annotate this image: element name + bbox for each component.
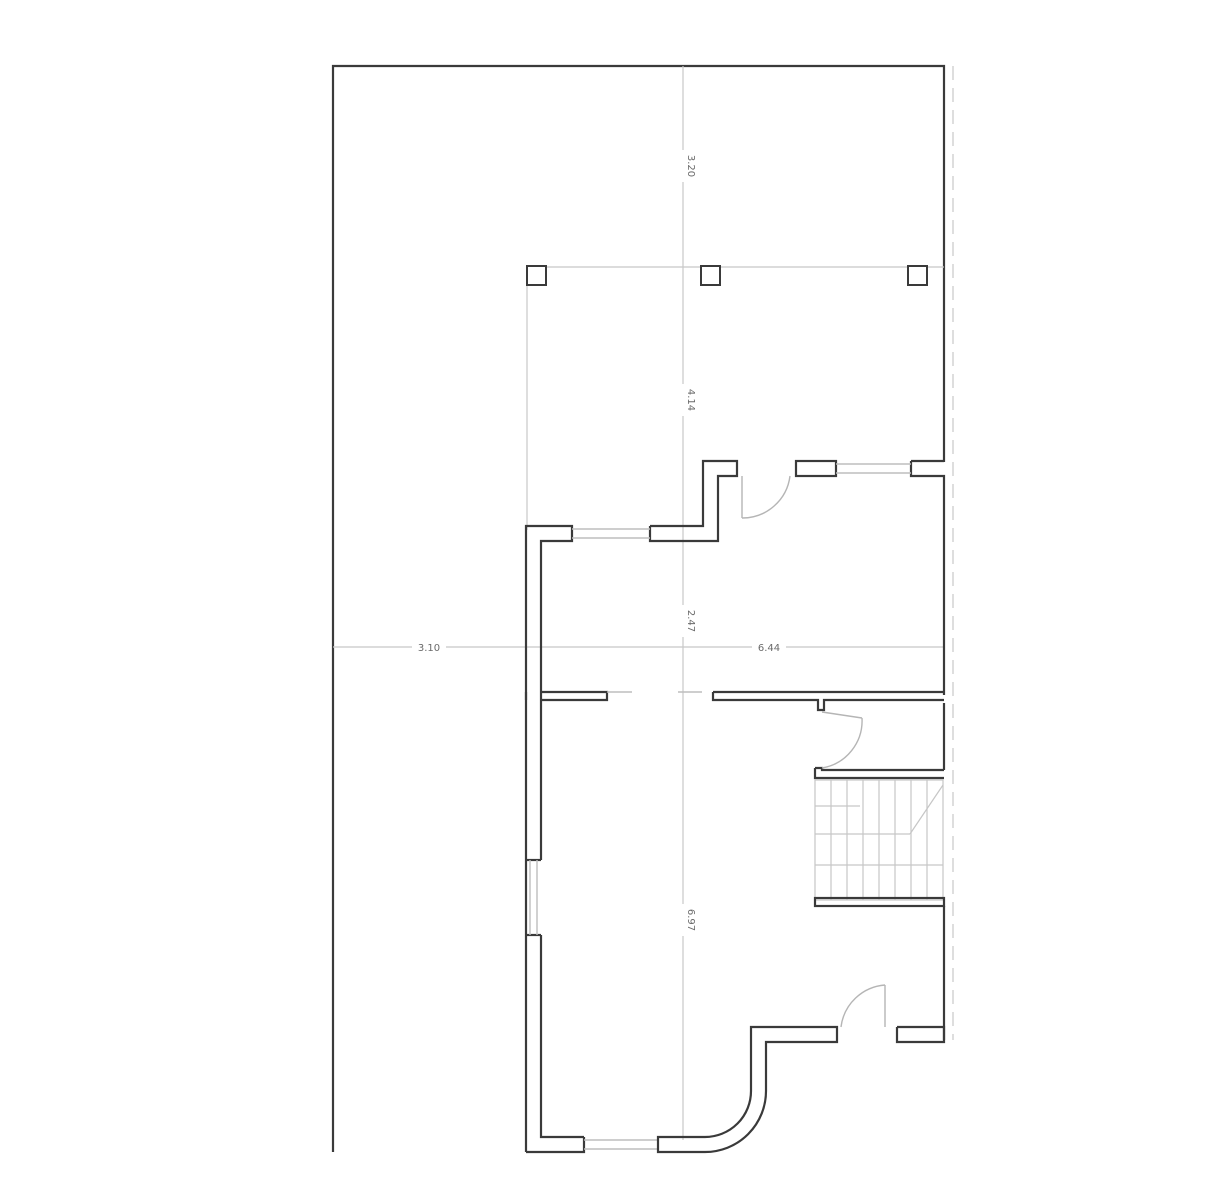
column: [907, 265, 928, 286]
middle-wall: [524, 690, 944, 712]
column: [526, 265, 547, 286]
dimension-labels: 3.20 4.14 2.47 3.10 6.44 6.97: [412, 150, 786, 936]
porch-columns: [526, 265, 928, 286]
dim-left-setback: 3.10: [418, 643, 440, 654]
column: [700, 265, 721, 286]
closet: [813, 703, 946, 780]
dim-house-width: 6.44: [758, 643, 780, 654]
dim-porch: 4.14: [685, 389, 696, 411]
dim-front-room: 6.97: [685, 909, 696, 931]
staircase: [813, 779, 946, 1040]
front-walls: [526, 984, 946, 1154]
dim-top-yard: 3.20: [685, 155, 696, 177]
property-boundary: [331, 64, 954, 1152]
left-wall-window: [526, 858, 584, 1139]
dim-middle-room: 2.47: [685, 610, 696, 632]
dimension-lines: [333, 66, 944, 1140]
upper-wall: [524, 459, 946, 1152]
